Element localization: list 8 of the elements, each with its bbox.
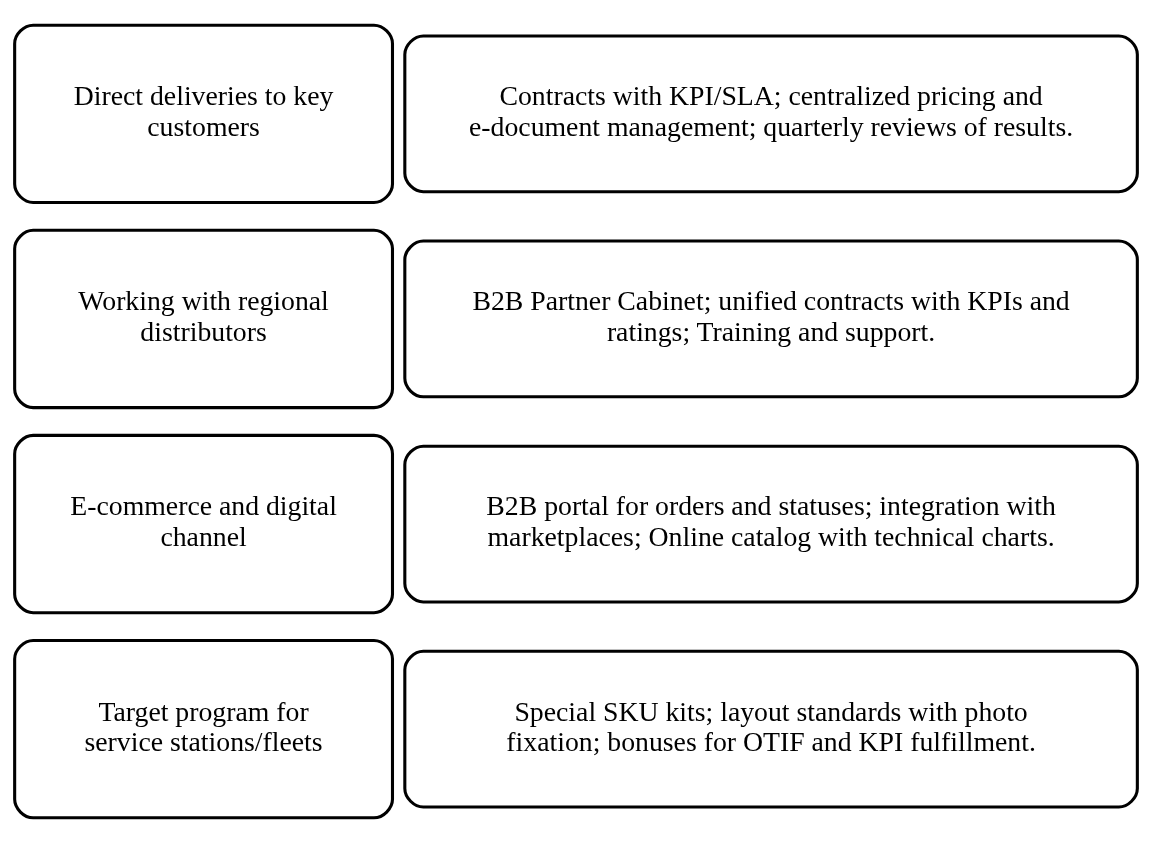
node-box: Special SKU kits; layout standards with photo fixation; bonuses for OTIF and KPI fulfillment. (403, 649, 1139, 809)
node-box: B2B portal for orders and statuses; integration with marketplaces; Online catalog with technical charts. (403, 444, 1139, 604)
node-box: E-commerce and digital channel (13, 433, 395, 615)
node-box: B2B Partner Cabinet; unified contracts with KPIs and ratings; Training and support. (403, 239, 1139, 399)
node-box: Contracts with KPI/SLA; centralized pricing and e-document management; quarterly reviews of results. (403, 34, 1139, 194)
node-box: Target program for service stations/fleets (13, 638, 395, 820)
node-box: Working with regional distributors (13, 228, 395, 410)
node-box: Direct deliveries to key customers (13, 23, 395, 205)
